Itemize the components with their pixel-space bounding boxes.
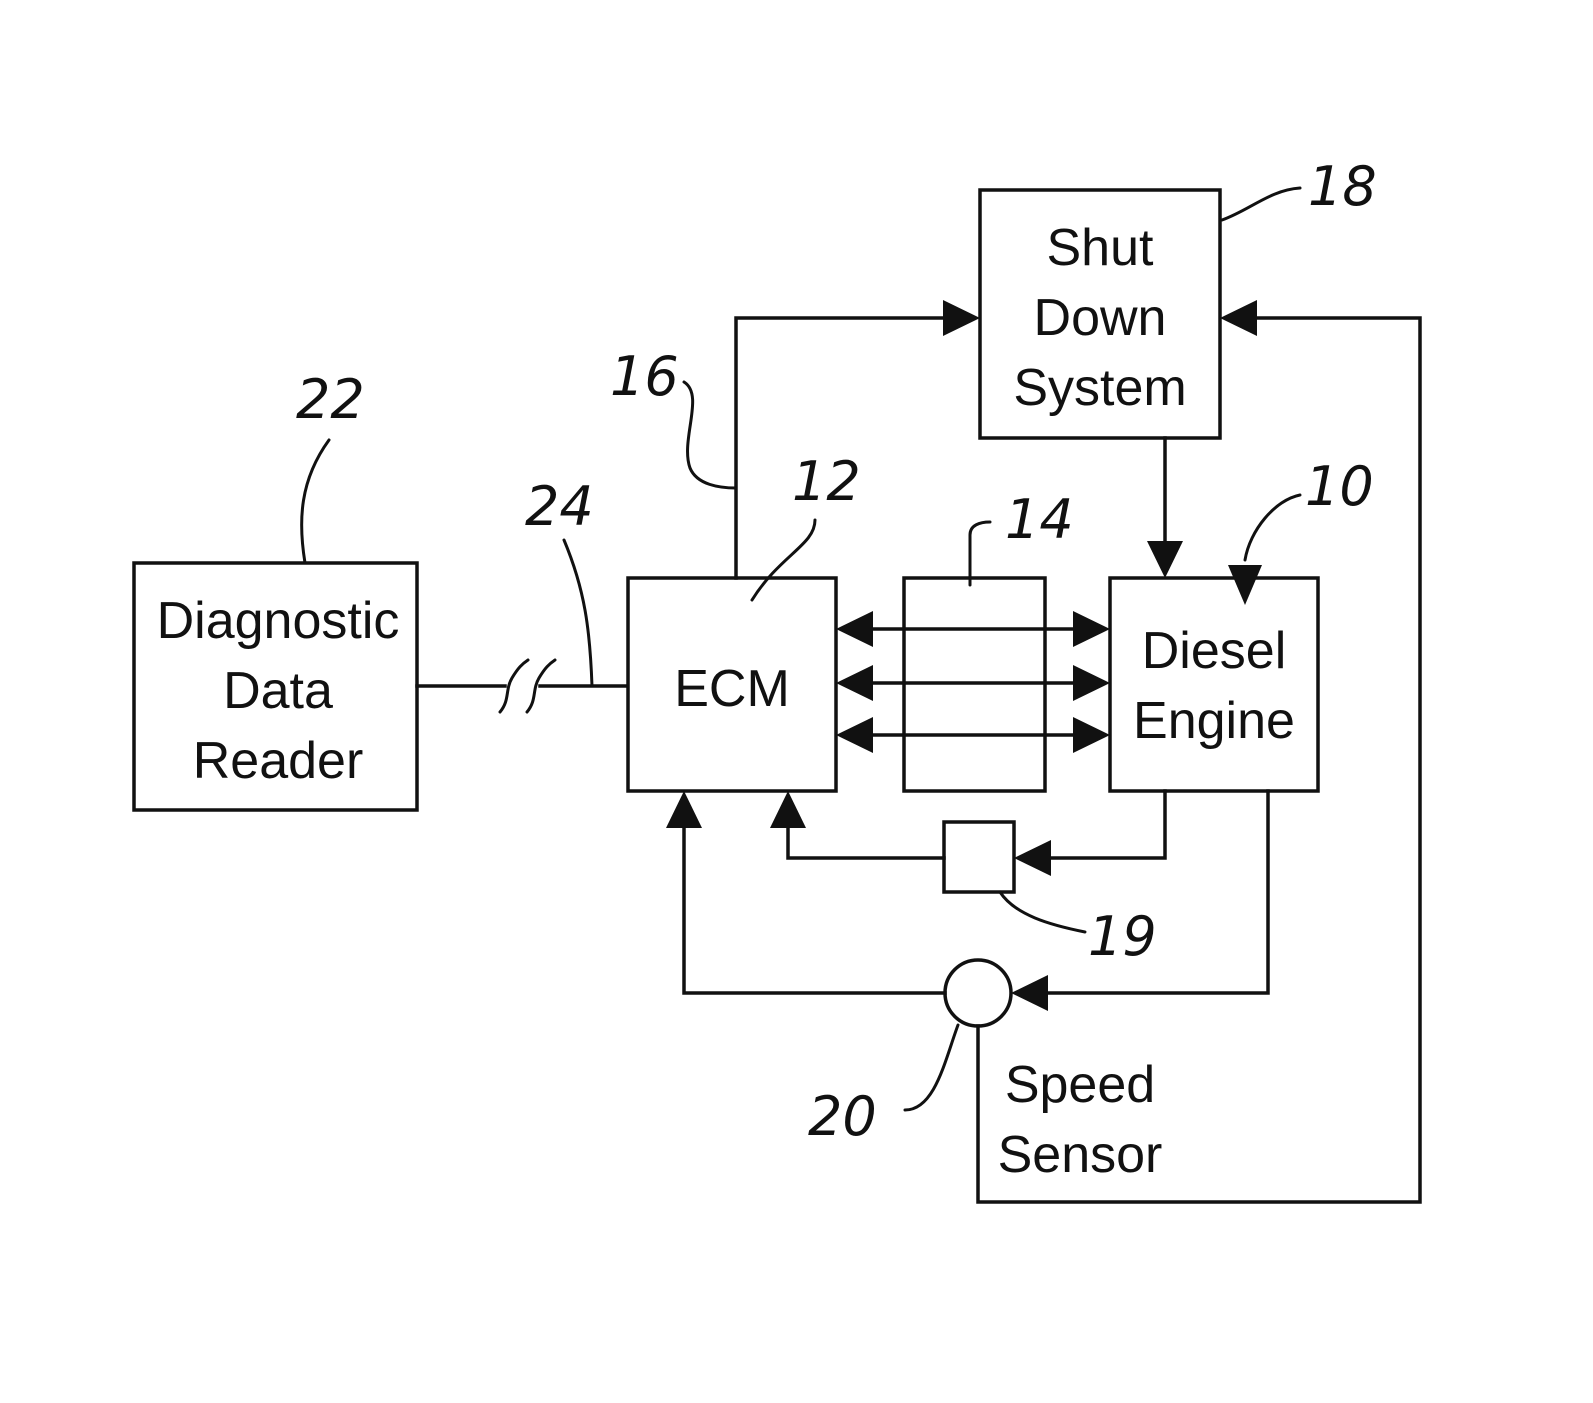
shutdown-to-engine-arrow	[1147, 541, 1183, 578]
bus-line-1-arrow-right	[1073, 611, 1110, 647]
ref-24-label: 24	[525, 475, 594, 538]
bus-line-2-arrow-left	[836, 665, 873, 701]
diagnostic-line-2: Data	[223, 662, 333, 720]
ref-19-label: 19	[1088, 905, 1157, 968]
speed-sensor-to-shutdown-line	[976, 316, 1422, 1204]
speed-sensor-to-ecm-arrow	[666, 791, 702, 828]
ref-22-label: 22	[296, 368, 365, 431]
ref-18-leader	[1220, 186, 1302, 222]
engine-to-speed-sensor-line	[1038, 789, 1270, 995]
bus-line-3-arrow-right	[1073, 717, 1110, 753]
engine-to-sensor-19-line	[1040, 789, 1167, 860]
ecm-box	[626, 576, 838, 793]
bus-lines	[836, 611, 1110, 753]
shutdown-system-box	[978, 188, 1222, 440]
shutdown-system-block: Shut Down System	[978, 188, 1222, 440]
bus-line-3-arrow-left	[836, 717, 873, 753]
ref-10-arrow	[1228, 565, 1262, 605]
diesel-engine-block: Diesel Engine	[1108, 576, 1320, 793]
ref-20-label: 20	[808, 1085, 877, 1148]
sensor-19-box	[942, 820, 1016, 894]
ecm-block: ECM	[626, 576, 838, 793]
ref-10-label: 10	[1305, 455, 1374, 518]
bus-line-1-arrow-left	[836, 611, 873, 647]
speed-sensor-circle	[943, 958, 1013, 1028]
ecm-to-shutdown-line	[734, 316, 955, 580]
diagnostic-data-reader-block: Diagnostic Data Reader	[132, 561, 419, 812]
ref-12-leader	[750, 518, 817, 602]
ref-16-label: 16	[610, 345, 679, 408]
sensor-19-to-ecm-arrow	[770, 791, 806, 828]
ref-14-label: 14	[1005, 488, 1074, 551]
shutdown-line-1: Shut	[1047, 219, 1155, 277]
sensor-19-block	[942, 820, 1016, 894]
engine-to-speed-sensor-arrow	[1011, 975, 1048, 1011]
ref-16-leader	[682, 380, 738, 490]
ref-18-label: 18	[1308, 155, 1377, 218]
reader-link-24	[415, 658, 630, 714]
ecm-to-shutdown-arrow	[943, 300, 980, 336]
ref-22-leader	[300, 438, 331, 565]
ref-12-label: 12	[792, 450, 861, 513]
ref-19-leader	[998, 890, 1087, 934]
ref-24-leader	[562, 538, 594, 688]
ref-20-leader	[903, 1023, 960, 1112]
ref-10-leader	[1243, 493, 1302, 562]
shutdown-line-3: System	[1013, 359, 1186, 417]
ecm-label: ECM	[674, 660, 790, 718]
diesel-engine-box	[1108, 576, 1320, 793]
diesel-engine-line-1: Diesel	[1142, 622, 1287, 680]
ref-14-leader	[968, 520, 992, 587]
speed-sensor-line-1: Speed	[1005, 1056, 1155, 1114]
speed-sensor-to-ecm-line	[682, 818, 947, 995]
diagnostic-line-1: Diagnostic	[157, 592, 400, 650]
bus-line-2-arrow-right	[1073, 665, 1110, 701]
sensor-19-to-ecm-line	[786, 818, 946, 860]
diesel-engine-line-2: Engine	[1133, 692, 1295, 750]
shutdown-line-2: Down	[1034, 289, 1167, 347]
diagnostic-data-reader-box	[132, 561, 419, 812]
reader-link-break-right	[525, 658, 557, 714]
engine-to-sensor-19-arrow	[1014, 840, 1051, 876]
diagnostic-line-3: Reader	[193, 732, 364, 790]
speed-sensor-to-shutdown-arrow	[1220, 300, 1257, 336]
speed-sensor-block: Speed Sensor	[943, 958, 1163, 1184]
reader-link-break-left	[498, 658, 530, 714]
speed-sensor-line-2: Sensor	[998, 1126, 1163, 1184]
